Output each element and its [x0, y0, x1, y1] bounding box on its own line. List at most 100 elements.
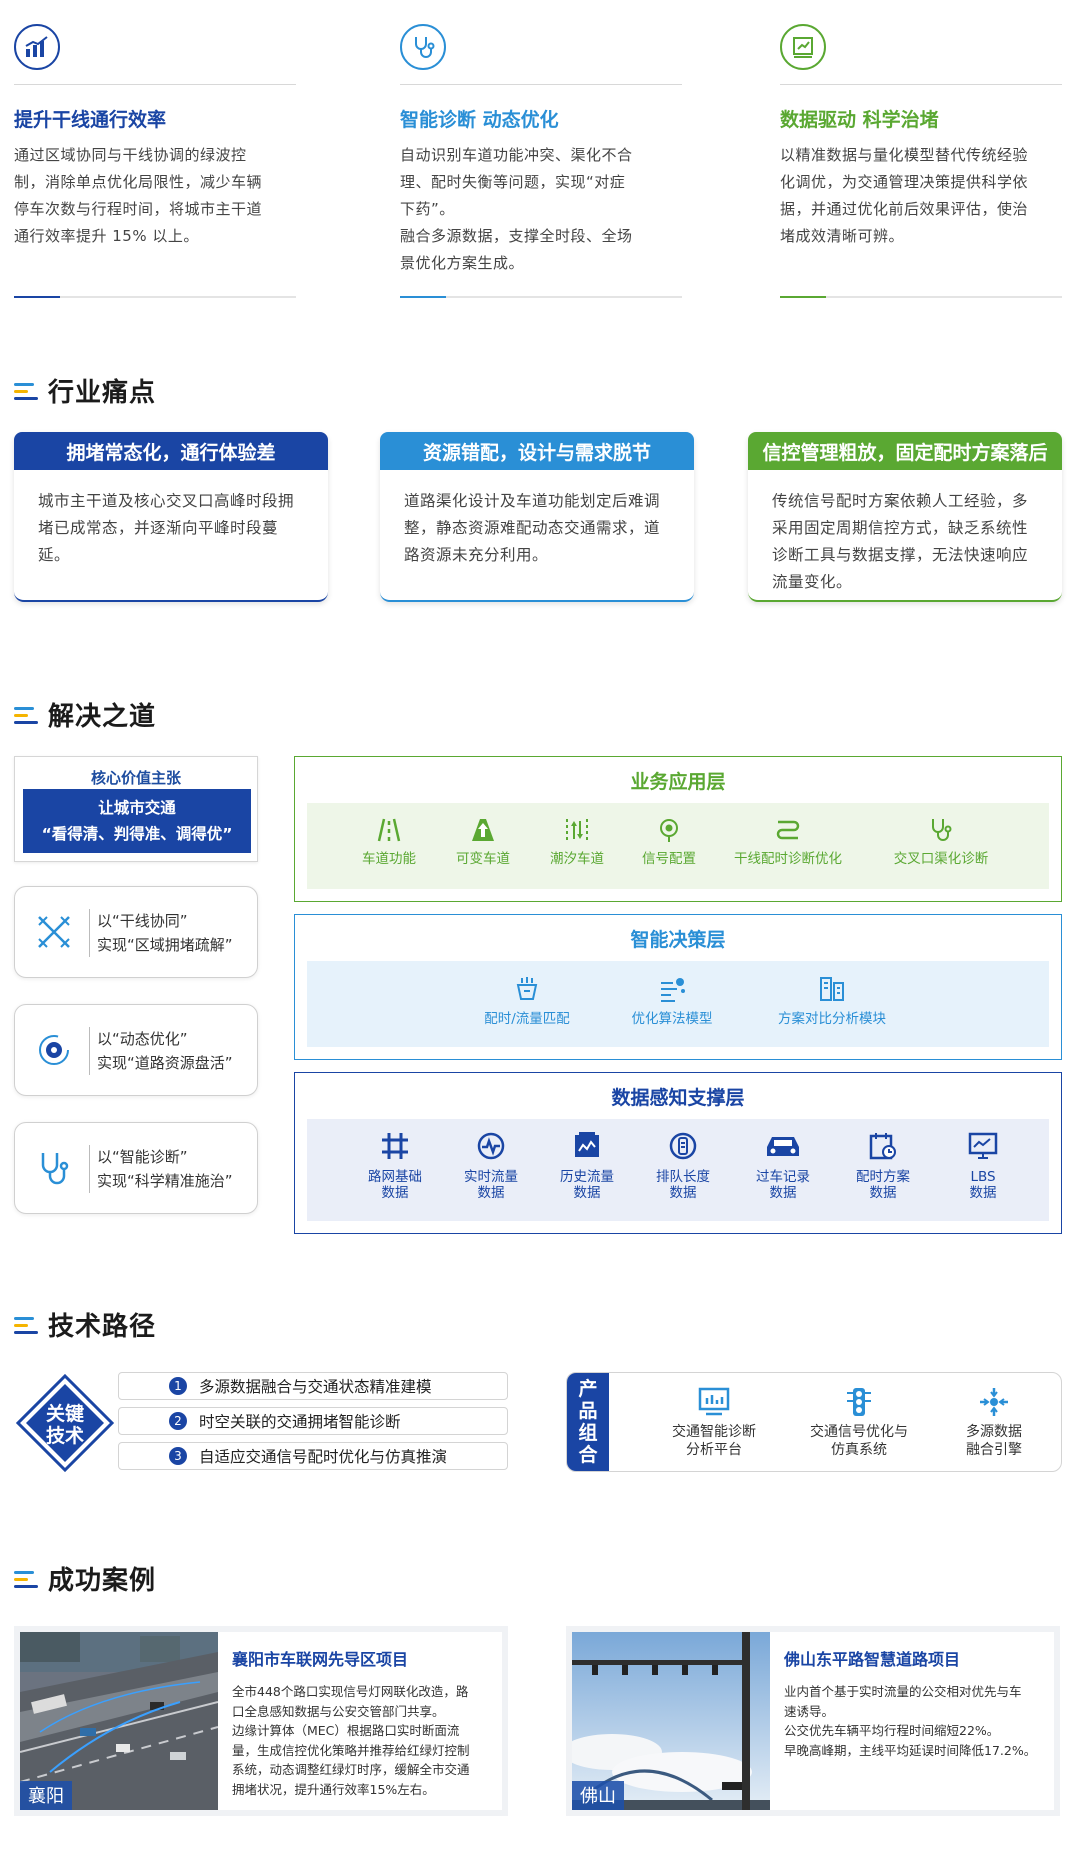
- section-cases-header: 成功案例: [14, 1560, 156, 1597]
- product-item: 多源数据融合引擎: [939, 1387, 1049, 1459]
- pill-line1: 以“智能诊断”: [97, 1148, 188, 1166]
- feature-body: 自动识别车道功能冲突、渠化不合 理、配时失衡等问题，实现“对症 下药”。 融合多…: [400, 146, 633, 272]
- product-item: 交通信号优化与仿真系统: [789, 1387, 929, 1459]
- sense-item: 路网基础数据: [355, 1131, 435, 1201]
- pain-title: 资源错配，设计与需求脱节: [380, 432, 694, 470]
- stethoscope-icon: [932, 819, 952, 841]
- sense-item: 排队长度数据: [643, 1131, 723, 1201]
- core-line1: 让城市交通: [98, 799, 176, 817]
- cross-arrows-icon: [38, 916, 70, 948]
- feature-body: 以精准数据与量化模型替代传统经验 化调优，为交通管理决策提供科学依 据，并通过优…: [780, 146, 1029, 245]
- arterial-timing-icon: [776, 820, 800, 840]
- solution-pill: 以“智能诊断” 实现“科学精准施治”: [14, 1122, 258, 1214]
- feature-diagnosis: 智能诊断 动态优化 自动识别车道功能冲突、渠化不合 理、配时失衡等问题，实现“对…: [400, 24, 682, 298]
- fusion-icon: [980, 1388, 1008, 1416]
- feature-body: 通过区域协同与干线协调的绿波控 制，消除单点优化局限性，减少车辆 停车次数与行程…: [14, 146, 263, 245]
- feature-title: 数据驱动 科学治堵: [780, 109, 939, 131]
- layer-title: 业务应用层: [630, 771, 726, 793]
- section-title: 技术路径: [48, 1312, 157, 1342]
- chart-icon: [14, 24, 60, 70]
- section-title: 成功案例: [48, 1566, 157, 1596]
- realtime-flow-icon: [477, 1132, 505, 1160]
- stethoscope-icon: [41, 1153, 69, 1185]
- feature-data-driven: 数据驱动 科学治堵 以精准数据与量化模型替代传统经验 化调优，为交通管理决策提供…: [780, 24, 1062, 298]
- match-icon: [516, 977, 538, 1000]
- gear-cycle-icon: [39, 1035, 69, 1065]
- section-marker-icon: [14, 381, 40, 401]
- app-item: 干线配时诊断优化: [723, 817, 853, 867]
- pain-card: 资源错配，设计与需求脱节 道路渠化设计及车道功能划定后难调整，静态资源难配动态交…: [380, 432, 694, 602]
- feature-title: 智能诊断 动态优化: [400, 109, 559, 131]
- section-tech-header: 技术路径: [14, 1306, 156, 1343]
- case-photo-road: [20, 1632, 218, 1810]
- case-city: 襄阳: [20, 1781, 72, 1810]
- section-solution-header: 解决之道: [14, 696, 156, 733]
- decision-item: 优化算法模型: [617, 975, 727, 1027]
- feature-efficiency: 提升干线通行效率 通过区域协同与干线协调的绿波控 制，消除单点优化局限性，减少车…: [14, 24, 296, 298]
- sense-item: 配时方案数据: [843, 1131, 923, 1201]
- layer-title: 数据感知支撑层: [611, 1087, 745, 1109]
- pain-body: 道路渠化设计及车道功能划定后难调整，静态资源难配动态交通需求，道路资源未充分利用…: [404, 492, 661, 564]
- core-line2: “看得清、判得准、调得优”: [41, 825, 233, 843]
- section-title: 行业痛点: [48, 378, 157, 408]
- lane-icon: [377, 818, 401, 842]
- timing-plan-icon: [869, 1133, 896, 1160]
- case-card-foshan: 佛山 佛山东平路智慧道路项目 业内首个基于实时流量的公交相对优先与车 速诱导。 …: [566, 1626, 1060, 1816]
- case-body: 全市448个路口实现信号灯网联化改造，路 口全息感知数据与公安交管部门共享。 边…: [232, 1684, 470, 1797]
- app-item: 信号配置: [629, 817, 709, 867]
- app-item: 交叉口渠化诊断: [871, 817, 1011, 867]
- traffic-light-icon: [847, 1388, 871, 1416]
- stethoscope-icon: [400, 24, 446, 70]
- case-card-xiangyang: 襄阳 襄阳市车联网先导区项目 全市448个路口实现信号灯网联化改造，路 口全息感…: [14, 1626, 508, 1816]
- app-item: 潮汐车道: [537, 817, 617, 867]
- product-item: 交通智能诊断分析平台: [649, 1387, 779, 1459]
- core-caption: 核心价值主张: [90, 769, 181, 787]
- case-body: 业内首个基于实时流量的公交相对优先与车 速诱导。 公交优先车辆平均行程时间缩短2…: [784, 1684, 1037, 1758]
- sense-item: 过车记录数据: [743, 1131, 823, 1201]
- lbs-icon: [968, 1132, 998, 1159]
- pain-body: 传统信号配时方案依赖人工经验，多采用固定周期信控方式，缺乏系统性诊断工具与数据支…: [772, 492, 1029, 591]
- sense-item: 历史流量数据: [547, 1131, 627, 1201]
- history-flow-icon: [575, 1132, 599, 1157]
- app-item: 车道功能: [349, 817, 429, 867]
- layer-decision: 智能决策层 配时/流量匹配 优化算法模型 方案对比分析模块: [294, 914, 1062, 1060]
- app-item: 可变车道: [443, 817, 523, 867]
- section-marker-icon: [14, 1569, 40, 1589]
- layer-title: 智能决策层: [630, 929, 726, 951]
- pill-line1: 以“动态优化”: [97, 1030, 188, 1048]
- case-title: 佛山东平路智慧道路项目: [784, 1650, 961, 1669]
- case-photo-signal-pole: [572, 1632, 770, 1810]
- layer-sensing: 数据感知支撑层 路网基础数据 实时流量数据 历史流量数据 排队长度数据 过车记录…: [294, 1072, 1062, 1234]
- compare-icon: [820, 977, 844, 1001]
- solution-pill: 以“动态优化”实现“道路资源盘活”: [14, 1004, 258, 1096]
- sense-item: 实时流量数据: [451, 1131, 531, 1201]
- decision-item: 方案对比分析模块: [757, 975, 907, 1027]
- layer-application: 业务应用层 车道功能 可变车道 潮汐车道 信号配置 干线配时诊断优化 交叉口渠化…: [294, 756, 1062, 902]
- pill-line2: 实现“区域拥堵疏解”: [97, 936, 233, 954]
- variable-lane-icon: [472, 819, 494, 841]
- pain-title: 拥堵常态化，通行体验差: [14, 432, 328, 470]
- monitor-chart-icon: [698, 1387, 730, 1416]
- section-pain-header: 行业痛点: [14, 372, 156, 409]
- section-marker-icon: [14, 705, 40, 725]
- product-portfolio: 产品组合 交通智能诊断分析平台 交通信号优化与仿真系统 多源数据融合引擎: [566, 1372, 1062, 1472]
- key-tech-badge: 关键技术: [16, 1374, 114, 1472]
- feature-title: 提升干线通行效率: [14, 109, 167, 131]
- tidal-lane-icon: [566, 819, 588, 841]
- chart-box-icon: [780, 24, 826, 70]
- section-marker-icon: [14, 1315, 40, 1335]
- pain-body: 城市主干道及核心交叉口高峰时段拥堵已成常态，并逐渐向平峰时段蔓延。: [38, 492, 295, 564]
- road-network-icon: [382, 1133, 408, 1159]
- case-city: 佛山: [572, 1781, 624, 1810]
- queue-length-icon: [669, 1132, 697, 1160]
- pill-line1: 以“干线协同”: [97, 912, 188, 930]
- pain-title: 信控管理粗放，固定配时方案落后: [748, 432, 1062, 470]
- section-title: 解决之道: [48, 702, 157, 732]
- car-record-icon: [767, 1137, 799, 1156]
- decision-item: 配时/流量匹配: [467, 975, 587, 1027]
- pill-line2: 实现“科学精准施治”: [97, 1172, 233, 1190]
